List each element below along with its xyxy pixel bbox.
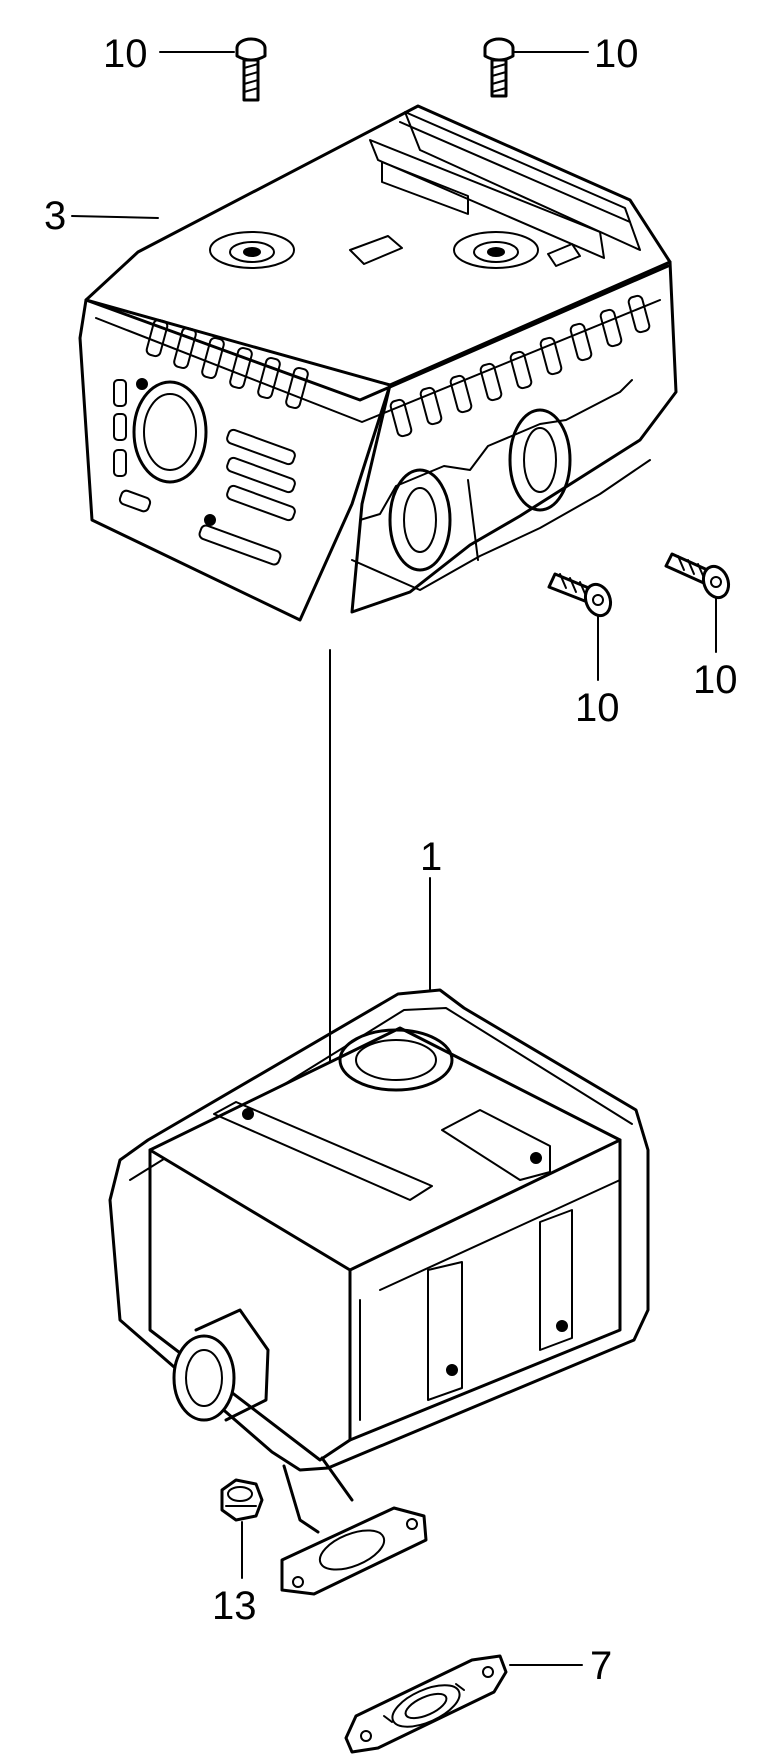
flange-bolt-mid-icon	[547, 572, 613, 618]
callout-screw-mid: 10	[575, 686, 620, 730]
flange-bolt-top-left-icon	[235, 37, 267, 102]
nut-icon	[220, 1478, 264, 1522]
callout-cover: 3	[44, 194, 66, 238]
gasket-icon	[344, 1654, 508, 1754]
callout-screw-top-left: 10	[103, 32, 148, 76]
flange-bolt-top-right-icon	[483, 37, 515, 98]
flange-bolt-right-icon	[664, 552, 731, 600]
callout-muffler: 1	[420, 835, 442, 879]
callout-screw-top-right: 10	[594, 32, 639, 76]
muffler-icon	[108, 988, 650, 1596]
callout-gasket: 7	[590, 1644, 612, 1688]
callout-screw-right: 10	[693, 658, 738, 702]
callout-nut: 13	[212, 1584, 257, 1628]
muffler-protector-icon	[78, 104, 678, 622]
leader-cover	[71, 215, 159, 219]
